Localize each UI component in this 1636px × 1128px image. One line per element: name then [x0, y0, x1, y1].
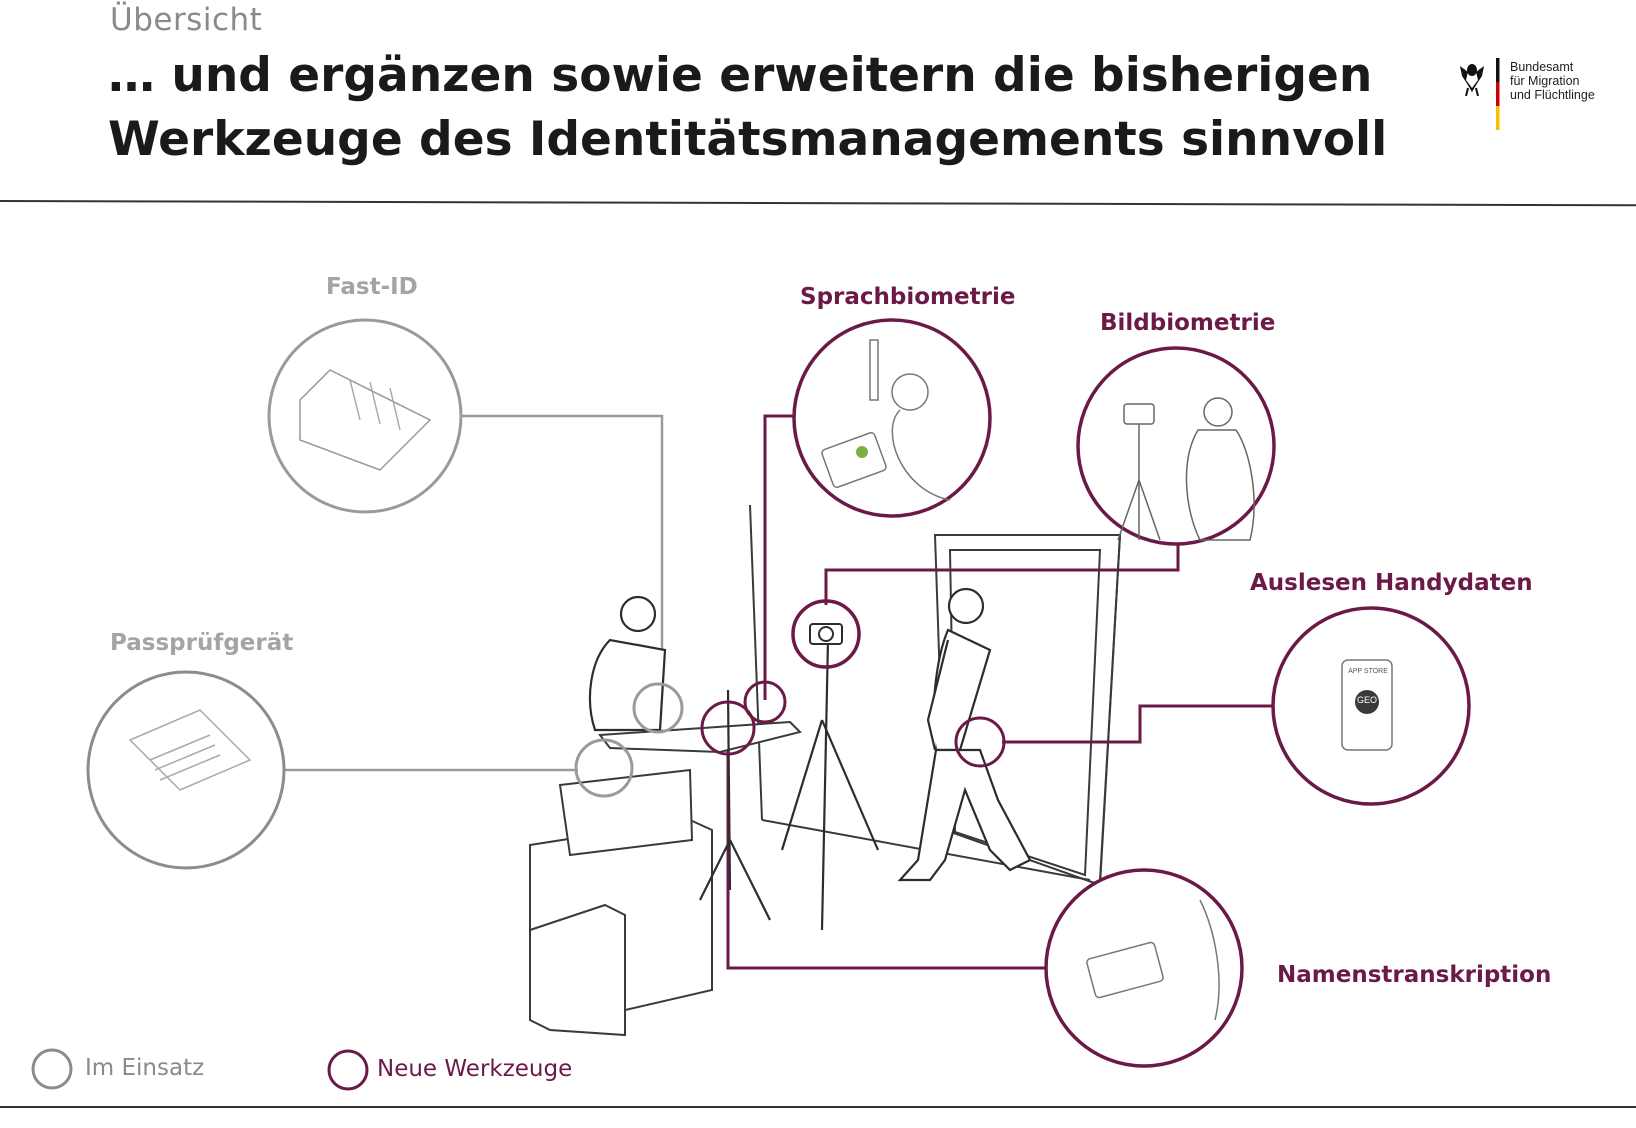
label-namenstranskription: Namenstranskription: [1277, 962, 1552, 988]
section-kicker: Übersicht: [110, 2, 263, 38]
phone-app-label: GEO: [1357, 695, 1378, 705]
legend-new-icon: [327, 1049, 369, 1091]
connectors-new: [726, 414, 1272, 970]
title-line-2: Werkzeuge des Identitätsmanagements sinn…: [108, 112, 1388, 167]
logo-line-3: und Flüchtlinge: [1510, 88, 1595, 102]
label-bildbiometrie: Bildbiometrie: [1100, 310, 1276, 336]
label-sprachbiometrie: Sprachbiometrie: [800, 284, 1016, 310]
marker-phone: [954, 716, 1006, 768]
marker-speech: [743, 680, 787, 724]
phone-store-label: APP STORE: [1348, 668, 1388, 675]
logo-line-1: Bundesamt: [1510, 60, 1574, 74]
legend-new-tools-label: Neue Werkzeuge: [377, 1056, 573, 1082]
seated-officer: [588, 595, 667, 732]
label-fast-id: Fast-ID: [326, 274, 418, 300]
page-title: … und ergänzen sowie erweitern die bishe…: [108, 44, 1387, 172]
marker-name: [700, 700, 756, 756]
label-handydaten: Auslesen Handydaten: [1250, 570, 1533, 596]
label-passpruefgeraet: Passprüfgerät: [110, 630, 294, 656]
logo-text: Bundesamt für Migration und Flüchtlinge: [1510, 60, 1595, 102]
desk-boxes: [529, 720, 802, 1037]
logo-line-2: für Migration: [1510, 74, 1580, 88]
marker-camera: [791, 599, 861, 669]
marker-fast-id: [632, 682, 684, 734]
tripods: [699, 639, 880, 931]
detail-bildbiometrie: [1076, 346, 1276, 546]
legend-in-use-icon: [31, 1048, 73, 1090]
marker-passport: [574, 738, 634, 798]
federal-eagle-logo-icon: [1460, 58, 1500, 130]
footer-divider: [0, 1106, 1636, 1108]
connectors-in-use: [284, 414, 664, 772]
detail-sprachbiometrie: [792, 318, 992, 518]
detail-namenstranskription: [1044, 868, 1244, 1068]
standing-man: [897, 587, 1032, 882]
camera-icon: [809, 623, 843, 645]
legend-in-use-label: Im Einsatz: [85, 1055, 205, 1081]
detail-handydaten: [1271, 606, 1471, 806]
title-line-1: … und ergänzen sowie erweitern die bishe…: [108, 48, 1373, 103]
detail-passport: [86, 670, 286, 870]
detail-fast-id: [267, 318, 463, 514]
